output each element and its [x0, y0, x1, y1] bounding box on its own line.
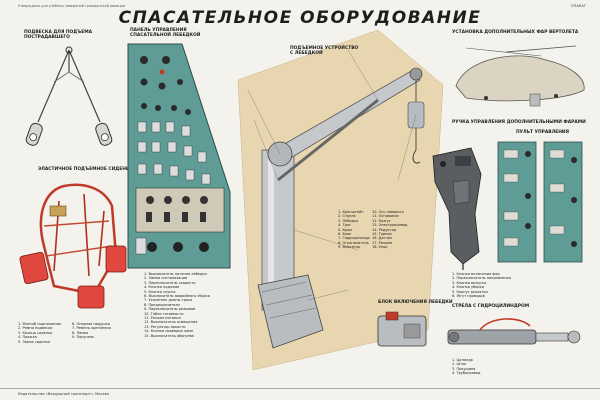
handle-caption: РУЧКА УПРАВЛЕНИЯ ДОПОЛНИТЕЛЬНЫМИ ФАРАМИ	[452, 120, 586, 125]
panel-legend-item: 6. Выключатель аварийного сброса	[144, 294, 210, 299]
winch-legend-item: 15. Тормоз	[372, 232, 392, 237]
winch-legend-item: 1. Кронштейн	[338, 210, 364, 214]
seat-legend-item: 4. Пряжка	[18, 335, 37, 340]
seat-legend-item: 1. Мягкий подголовник	[18, 322, 62, 326]
sling-caption: ПОДВЕСКА ДЛЯ ПОДЪЕМА ПОСТРАДАВШЕГО	[24, 30, 93, 40]
handle-legend-item: 6. Жгут проводов	[452, 294, 485, 299]
winch-assembly-diagram	[237, 30, 444, 371]
winch-legend-item: 14. Редуктор	[372, 227, 396, 232]
winch-control-panel	[127, 43, 231, 269]
footer-text: Издательство «Воздушный транспорт». Моск…	[18, 392, 109, 396]
winch-switch-unit	[377, 311, 427, 347]
winch-legend: 1. Кронштейн 2. Стрела 3. Лебедка 4. Тро…	[338, 210, 370, 250]
helicopter-caption: УСТАНОВКА ДОПОЛНИТЕЛЬНЫХ ФАР ВЕРТОЛЕТА	[452, 30, 579, 35]
winch-legend-item: 17. Разъем	[372, 240, 393, 245]
winch-caption: ПОДЪЕМНОЕ УСТРОЙСТВО С ЛЕБЕДКОЙ	[290, 46, 359, 56]
boom-legend-item: 1. Цилиндр	[452, 358, 473, 362]
panel-legend-item: 1. Выключатель питания лебедки	[144, 272, 207, 276]
handle-legend-item: 5. Корпус рукоятки	[452, 289, 488, 294]
footer-bar: Издательство «Воздушный транспорт». Моск…	[0, 388, 600, 400]
panel-legend: 1. Выключатель питания лебедки 2. Лампа …	[144, 272, 210, 338]
winch-legend-item: 2. Стрела	[338, 214, 356, 219]
panel-legend-item: 12. Выключатель освещения	[144, 320, 198, 325]
helicopter-diagram	[455, 45, 585, 107]
seat-legend-col2: 6. Опорная подушка 7. Ремень крепления 8…	[72, 322, 111, 340]
rescue-sling-diagram	[25, 46, 113, 146]
winch-legend-item: 18. Упор	[372, 245, 388, 250]
seat-legend-item: 2. Ремни подвески	[18, 326, 53, 331]
boom-legend-item: 4. Трубопровод	[452, 371, 481, 376]
winch-legend-item: 6. Блок	[338, 232, 352, 237]
boom-legend-item: 2. Шток	[452, 362, 467, 367]
winch-legend-item: 5. Крюк	[338, 227, 353, 232]
panel-legend-item: 15. Выключатель обогрева	[144, 333, 194, 338]
panel-legend-item: 14. Кнопка проверки ламп	[144, 329, 194, 334]
handle-legend-item: 1. Кнопка включения фар	[452, 272, 500, 276]
hydraulic-boom-diagram	[447, 318, 581, 345]
boom-legend-item: 3. Проушина	[452, 366, 476, 371]
winch-legend-item: 4. Трос	[338, 223, 351, 228]
small-panel-caption: ПУЛЬТ УПРАВЛЕНИЯ	[516, 130, 569, 135]
panel-legend-item: 7. Указатель длины троса	[144, 298, 193, 303]
winch-legend-item: 12. Кожух	[372, 218, 391, 223]
elastic-seat-diagram	[19, 183, 127, 309]
panel-legend-item: 8. Предохранители	[144, 302, 180, 307]
handle-legend-item: 2. Переключатель направления	[452, 276, 511, 281]
winch-legend-item: 13. Электропривод	[372, 223, 408, 228]
bottom-boom-caption: СТРЕЛА С ГИДРОЦИЛИНДРОМ	[452, 304, 530, 309]
winch-legend-item: 11. Основание	[372, 214, 399, 219]
winch-legend-item: 7. Гидроцилиндр	[338, 236, 370, 241]
seat-legend: 1. Мягкий подголовник 2. Ремни подвески …	[18, 322, 61, 344]
seat-legend-item: 8. Лямка	[72, 330, 89, 335]
spotlight-control-panel	[497, 141, 583, 263]
control-handle-diagram	[432, 147, 482, 270]
winch-legend-item: 3. Лебедка	[338, 218, 359, 223]
panel-legend-item: 5. Кнопка спуска	[144, 289, 176, 294]
winch-legend-item: 8. Ограничитель	[338, 240, 369, 245]
winch-legend-item: 16. Датчик	[372, 236, 393, 241]
winch-legend-col2: 10. Ось поворота 11. Основание 12. Кожух…	[372, 210, 407, 250]
panel-legend-item: 13. Регулятор яркости	[144, 324, 186, 329]
winch-legend-item: 9. Фиксатор	[338, 245, 361, 250]
panel-legend-item: 10. Табло готовности	[144, 311, 184, 316]
panel-legend-item: 4. Кнопка подъема	[144, 285, 180, 290]
winch-legend-item: 10. Ось поворота	[372, 210, 404, 214]
seat-legend-item: 7. Ремень крепления	[72, 326, 111, 331]
panel-legend-item: 2. Лампа сигнализации	[144, 276, 188, 281]
top-note: Утверждено для учебных заведений граждан…	[18, 4, 126, 8]
handle-legend-item: 4. Кнопка уборки	[452, 285, 485, 290]
seat-legend-item: 6. Опорная подушка	[72, 322, 110, 326]
seat-caption: ЭЛАСТИЧНОЕ ПОДЪЕМНОЕ СИДЕНЬЕ	[38, 167, 133, 172]
panel-legend-item: 11. Разъем питания	[144, 316, 181, 321]
control-panel-caption: ПАНЕЛЬ УПРАВЛЕНИЯ СПАСАТЕЛЬНОЙ ЛЕБЕДКОЙ	[130, 28, 201, 38]
boom-legend: 1. Цилиндр 2. Шток 3. Проушина 4. Трубоп…	[452, 358, 480, 376]
seat-legend-item: 9. Поручень	[72, 335, 95, 340]
poster-title: СПАСАТЕЛЬНОЕ ОБОРУДОВАНИЕ	[118, 8, 482, 28]
seat-legend-item: 5. Замок сиденья	[18, 339, 51, 344]
panel-legend-item: 9. Переключатель режимов	[144, 307, 196, 312]
handle-legend-item: 3. Кнопка выпуска	[452, 280, 487, 285]
poster-code: ПЛАКАТ	[570, 4, 586, 8]
handle-legend: 1. Кнопка включения фар 2. Переключатель…	[452, 272, 511, 298]
bottom-unit-caption: БЛОК ВКЛЮЧЕНИЯ ЛЕБЕДКИ	[378, 300, 453, 305]
panel-legend-item: 3. Переключатель скорости	[144, 280, 196, 285]
seat-legend-item: 3. Кольцо сиденья	[18, 330, 53, 335]
